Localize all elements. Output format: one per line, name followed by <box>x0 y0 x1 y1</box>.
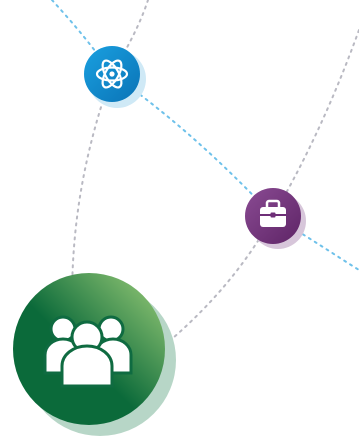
gray-connector-briefcase-to-top-right <box>272 29 359 217</box>
work-node[interactable] <box>245 188 306 249</box>
people-group-icon <box>43 315 133 388</box>
gray-connector-atom-to-community <box>71 73 113 301</box>
blue-connector-briefcase-to-right <box>272 215 359 271</box>
atom-icon <box>95 59 129 89</box>
gray-connector-top-to-atom <box>111 0 149 75</box>
briefcase-icon <box>260 199 286 227</box>
blue-connector-atom-to-briefcase <box>111 73 274 217</box>
community-node[interactable] <box>13 273 176 436</box>
science-node[interactable] <box>84 46 146 108</box>
